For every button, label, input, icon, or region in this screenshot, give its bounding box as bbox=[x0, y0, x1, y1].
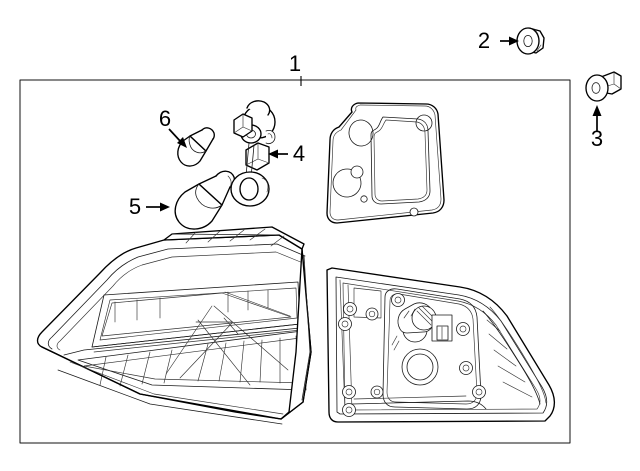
callout-5-label: 5 bbox=[129, 194, 141, 219]
flange-nut-part-2 bbox=[516, 27, 545, 55]
callout-6-bulb-small[interactable]: 6 bbox=[159, 106, 187, 148]
mounting-bolt-part-3 bbox=[585, 71, 622, 102]
callout-1-label: 1 bbox=[289, 51, 301, 76]
lamp-gasket-seal bbox=[326, 102, 445, 224]
small-bulb-part-6 bbox=[177, 127, 215, 167]
housing-mount-holes bbox=[338, 293, 486, 417]
outer-lens-assembly bbox=[36, 226, 312, 425]
callout-6-label: 6 bbox=[159, 106, 171, 131]
callout-1-assembly[interactable]: 1 bbox=[289, 51, 302, 86]
callout-4-label: 4 bbox=[293, 141, 305, 166]
callout-2-nut[interactable]: 2 bbox=[478, 28, 519, 53]
assembly-group-box bbox=[19, 79, 571, 444]
large-bulb-part-5 bbox=[174, 170, 236, 230]
callout-5-bulb-large[interactable]: 5 bbox=[129, 194, 170, 219]
lamp-housing-backplate bbox=[326, 267, 556, 423]
callout-4-socket[interactable]: 4 bbox=[268, 141, 305, 166]
callout-2-label: 2 bbox=[478, 28, 490, 53]
socket-connector-part-4 bbox=[230, 100, 276, 207]
callout-3-bolt[interactable]: 3 bbox=[591, 105, 603, 151]
callout-3-label: 3 bbox=[591, 126, 603, 151]
